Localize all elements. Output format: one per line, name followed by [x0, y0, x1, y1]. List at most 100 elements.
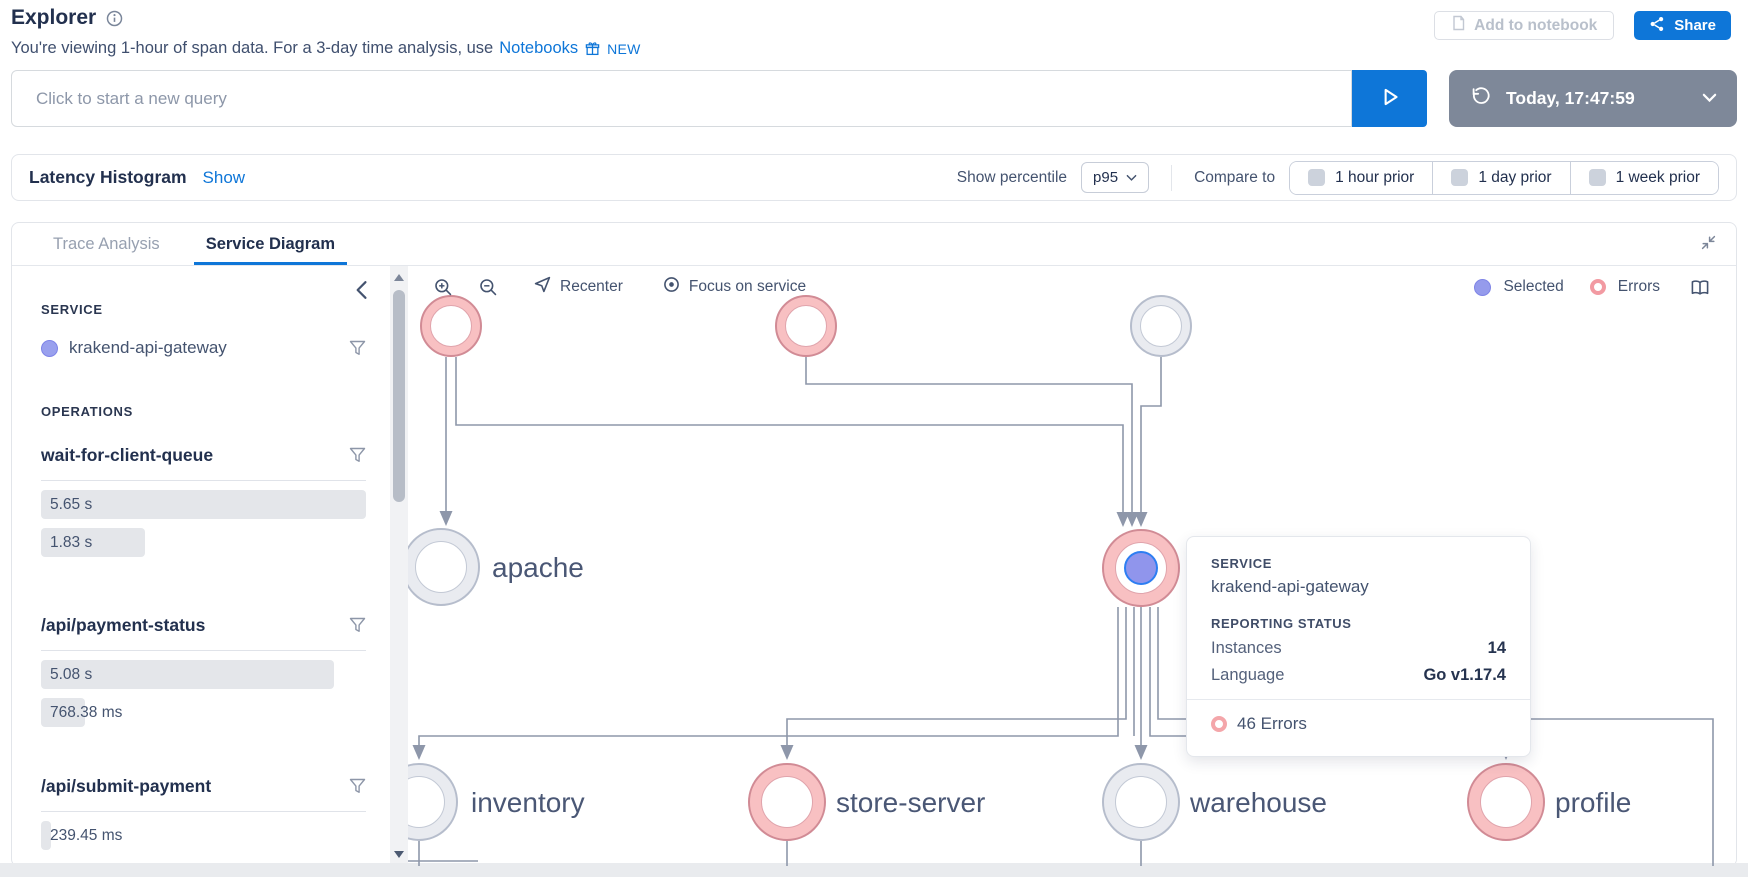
- recenter-button[interactable]: Recenter: [534, 276, 623, 298]
- compare-1-hour-prior[interactable]: 1 hour prior: [1290, 161, 1433, 194]
- show-histogram-link[interactable]: Show: [202, 167, 246, 187]
- latency-histogram-card: Latency Histogram Show Show percentile p…: [11, 154, 1737, 201]
- compare-swatch: [1588, 169, 1606, 186]
- explorer-main-card: Trace Analysis Service Diagram SERVICE k…: [11, 222, 1737, 867]
- zoom-out-button[interactable]: [479, 278, 498, 297]
- percentile-select[interactable]: p95: [1081, 162, 1150, 193]
- minimize-icon[interactable]: [1701, 235, 1716, 255]
- operation-name: wait-for-client-queue: [41, 444, 214, 465]
- compare-option-label: 1 day prior: [1478, 168, 1552, 186]
- tooltip-reporting-heading: REPORTING STATUS: [1211, 616, 1352, 631]
- graph-edges: [408, 357, 1714, 866]
- filter-icon[interactable]: [349, 617, 366, 633]
- share-label: Share: [1674, 17, 1716, 34]
- chevron-down-icon: [1126, 169, 1137, 186]
- latency-bar: 768.38 ms: [41, 698, 366, 727]
- compare-1-week-prior[interactable]: 1 week prior: [1569, 161, 1718, 194]
- tooltip-row-value: Go v1.17.4: [1423, 666, 1506, 684]
- chevron-down-icon: [1702, 90, 1717, 108]
- tooltip-service-name: krakend-api-gateway: [1211, 577, 1369, 596]
- node-label-warehouse: warehouse: [1190, 787, 1327, 818]
- recenter-icon: [534, 276, 551, 298]
- share-button[interactable]: Share: [1634, 11, 1731, 40]
- tooltip-language-row: Language Go v1.17.4: [1211, 666, 1506, 685]
- notebooks-link[interactable]: Notebooks: [499, 39, 579, 57]
- recenter-label: Recenter: [560, 278, 623, 295]
- show-percentile-label: Show percentile: [956, 168, 1068, 186]
- scroll-up-arrow[interactable]: [394, 274, 404, 281]
- scrollbar-thumb[interactable]: [393, 290, 405, 502]
- scroll-down-arrow[interactable]: [394, 851, 404, 858]
- share-icon: [1649, 16, 1665, 36]
- divider: [1171, 164, 1173, 191]
- query-input[interactable]: [11, 70, 1352, 127]
- compare-swatch: [1451, 169, 1469, 186]
- node-label-store-server: store-server: [836, 787, 986, 818]
- legend-errors-label: Errors: [1617, 278, 1660, 295]
- time-range-picker[interactable]: Today, 17:47:59: [1449, 70, 1737, 127]
- gift-icon: [585, 41, 600, 56]
- node-label-profile: profile: [1555, 787, 1632, 818]
- subtitle: You're viewing 1-hour of span data. For …: [11, 39, 1737, 58]
- service-diagram-canvas[interactable]: Recenter Focus on service Selected Error…: [408, 266, 1736, 866]
- operations-heading: OPERATIONS: [41, 404, 133, 419]
- node-warehouse[interactable]: [1102, 763, 1180, 841]
- latency-bar: 239.45 ms: [41, 821, 366, 850]
- tab-trace-analysis[interactable]: Trace Analysis: [51, 223, 162, 265]
- sidebar-scrollbar[interactable]: [390, 266, 408, 866]
- filter-icon[interactable]: [349, 778, 366, 794]
- node-krakend-api-gateway-selected[interactable]: [1102, 529, 1180, 607]
- node-gray-top[interactable]: [1130, 295, 1192, 357]
- book-icon[interactable]: [1690, 279, 1710, 296]
- operation-wait-for-client-queue: wait-for-client-queue 5.65 s 1.83 s: [41, 443, 366, 557]
- page-title: Explorer: [11, 6, 97, 29]
- latency-bar: 1.83 s: [41, 528, 366, 557]
- compare-option-label: 1 hour prior: [1335, 168, 1415, 186]
- operation-api-submit-payment: /api/submit-payment 239.45 ms: [41, 774, 366, 850]
- run-query-button[interactable]: [1352, 70, 1427, 127]
- latency-value: 1.83 s: [50, 534, 93, 551]
- latency-value: 239.45 ms: [50, 827, 123, 844]
- tooltip-errors-label: 46 Errors: [1237, 714, 1307, 733]
- divider: [41, 650, 366, 651]
- node-label-inventory: inventory: [471, 787, 585, 818]
- legend-selected-icon: [1474, 278, 1492, 296]
- query-bar: Today, 17:47:59: [11, 70, 1737, 127]
- subtitle-text: You're viewing 1-hour of span data. For …: [11, 39, 494, 57]
- latency-value: 5.65 s: [50, 496, 93, 513]
- latency-value: 5.08 s: [50, 666, 93, 683]
- collapse-sidebar-icon[interactable]: [354, 280, 368, 305]
- filter-icon[interactable]: [349, 340, 366, 356]
- new-badge: NEW: [607, 40, 641, 57]
- node-apache[interactable]: [408, 528, 480, 606]
- service-row[interactable]: krakend-api-gateway: [41, 338, 366, 358]
- notebook-icon: [1451, 15, 1466, 36]
- tooltip-row-label: Language: [1211, 666, 1285, 684]
- add-to-notebook-button[interactable]: Add to notebook: [1434, 11, 1615, 40]
- add-to-notebook-label: Add to notebook: [1474, 16, 1598, 34]
- compare-button-group: 1 hour prior 1 day prior 1 week prior: [1289, 160, 1719, 195]
- filter-icon[interactable]: [349, 447, 366, 463]
- service-tooltip: SERVICE krakend-api-gateway REPORTING ST…: [1186, 536, 1531, 757]
- info-icon[interactable]: [106, 10, 123, 27]
- history-icon: [1469, 85, 1492, 113]
- diagram-toolbar: Recenter Focus on service Selected Error…: [408, 266, 1736, 308]
- tab-label: Service Diagram: [205, 234, 336, 253]
- compare-1-day-prior[interactable]: 1 day prior: [1432, 161, 1570, 194]
- tab-bar: Trace Analysis Service Diagram: [12, 223, 1736, 266]
- focus-label: Focus on service: [688, 278, 807, 295]
- percentile-value: p95: [1093, 169, 1119, 186]
- page-bottom-strip: [0, 863, 1748, 877]
- tab-service-diagram[interactable]: Service Diagram: [193, 223, 348, 265]
- errors-ring-icon: [1211, 716, 1227, 732]
- node-label-apache: apache: [492, 552, 584, 583]
- node-profile[interactable]: [1467, 763, 1545, 841]
- node-error-top-2[interactable]: [775, 295, 837, 357]
- tooltip-row-label: Instances: [1211, 639, 1282, 657]
- zoom-in-button[interactable]: [434, 278, 453, 297]
- node-store-server[interactable]: [748, 763, 826, 841]
- operation-api-payment-status: /api/payment-status 5.08 s 768.38 ms: [41, 613, 366, 727]
- legend-selected-label: Selected: [1503, 278, 1564, 295]
- focus-on-service-button[interactable]: Focus on service: [663, 276, 806, 298]
- node-error-top-1[interactable]: [420, 295, 482, 357]
